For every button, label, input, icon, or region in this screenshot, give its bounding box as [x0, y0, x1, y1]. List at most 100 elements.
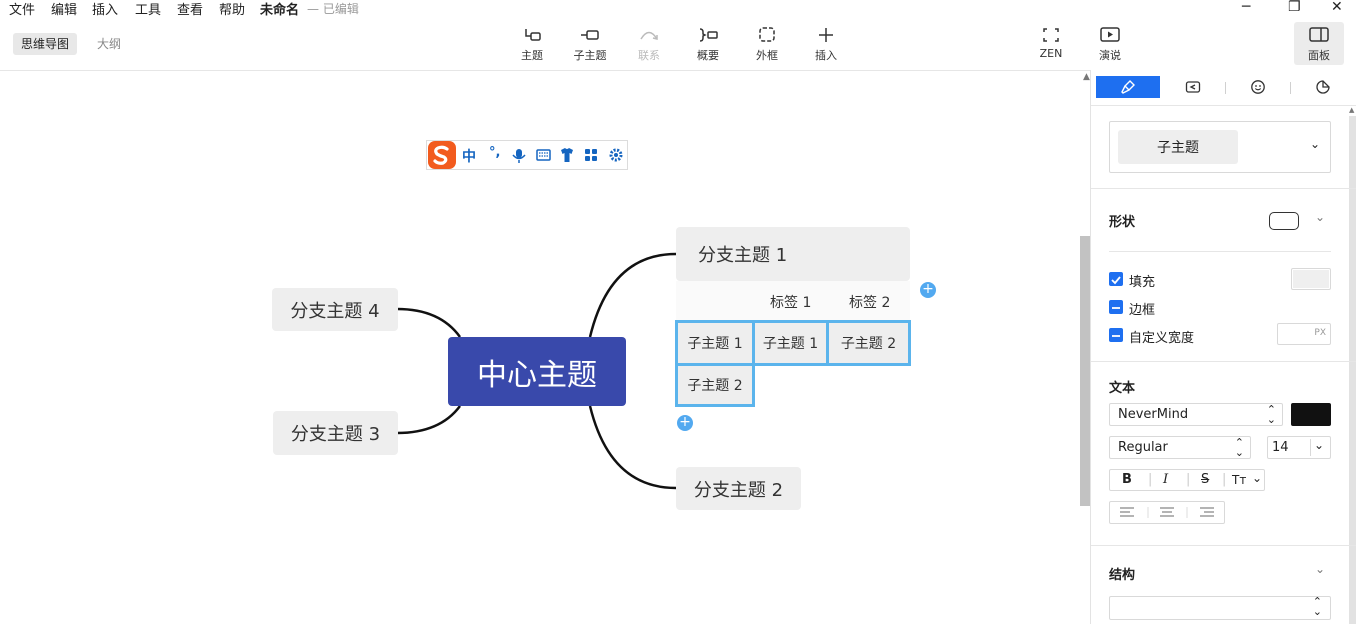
align-right-icon[interactable]	[1200, 507, 1214, 517]
menu-bar: 文件 编辑 插入 工具 查看 帮助 未命名 — 已编辑 ─ ❐ ✕	[0, 0, 1356, 18]
font-weight-select[interactable]: Regular ⌃⌄	[1109, 436, 1251, 459]
matrix-header-label-2[interactable]: 标签 2	[849, 295, 891, 311]
menu-file[interactable]: 文件	[9, 3, 36, 18]
canvas-scrollbar[interactable]: ▲	[1080, 70, 1090, 624]
add-column-icon[interactable]: +	[920, 282, 936, 298]
tab-icons[interactable]	[1226, 76, 1290, 98]
panel-scrollbar-track[interactable]	[1349, 116, 1356, 624]
boundary-button-label: 外框	[756, 49, 778, 62]
divider	[1091, 545, 1356, 546]
custom-width-input[interactable]: PX	[1277, 323, 1331, 345]
fill-checkbox[interactable]	[1109, 272, 1123, 286]
shape-section-title: 形状	[1109, 215, 1136, 230]
divider	[1091, 361, 1356, 362]
custom-width-checkbox[interactable]	[1109, 328, 1123, 342]
chevron-down-icon: ⌄	[1252, 471, 1263, 485]
chevron-down-icon: ⌄	[1313, 438, 1324, 452]
panel-button[interactable]: 面板	[1294, 22, 1344, 65]
font-family-select[interactable]: NeverMind ⌃⌄	[1109, 403, 1283, 426]
font-size-value: 14	[1272, 440, 1289, 455]
align-center-icon[interactable]	[1160, 507, 1174, 517]
matrix-cell-2-1[interactable]: 子主题 2	[675, 363, 755, 407]
document-title: 未命名	[260, 3, 300, 18]
align-left-icon[interactable]	[1120, 507, 1134, 517]
menu-view[interactable]: 查看	[177, 3, 204, 18]
fill-color-swatch[interactable]	[1291, 268, 1331, 290]
matrix-cell-2-1-label: 子主题 2	[687, 378, 743, 394]
tab-outline[interactable]: 大纲	[97, 37, 122, 51]
central-topic-label: 中心主题	[477, 357, 597, 393]
structure-dropdown[interactable]: ⌄	[1255, 558, 1331, 586]
zen-button-label: ZEN	[1039, 47, 1063, 60]
branch-topic-3-label: 分支主题 3	[290, 424, 381, 445]
matrix-header-label-1[interactable]: 标签 1	[770, 295, 812, 311]
chevron-down-icon: ⌄	[1310, 137, 1321, 151]
panel-scroll-up-icon[interactable]: ▲	[1349, 106, 1355, 114]
scroll-up-icon[interactable]: ▲	[1083, 72, 1090, 82]
relation-button[interactable]: 联系	[624, 26, 674, 63]
branch-topic-1[interactable]: 分支主题 1	[676, 227, 910, 281]
restore-icon[interactable]: ❐	[1288, 0, 1301, 15]
branch-topic-3[interactable]: 分支主题 3	[273, 411, 398, 455]
insert-button[interactable]: 插入	[801, 26, 851, 63]
matrix-cell-1-2-label: 子主题 1	[762, 336, 819, 352]
text-section-title: 文本	[1109, 381, 1136, 396]
bold-button[interactable]: B	[1122, 472, 1132, 487]
matrix-cell-1-2[interactable]: 子主题 1	[752, 320, 829, 366]
branch-topic-2[interactable]: 分支主题 2	[676, 467, 801, 510]
summary-button[interactable]: 概要	[683, 26, 733, 63]
sogou-logo-icon[interactable]	[428, 141, 456, 169]
subtopic-button-label: 子主题	[573, 49, 607, 62]
matrix-cell-1-3[interactable]: 子主题 2	[826, 320, 911, 366]
present-button[interactable]: 演说	[1085, 26, 1135, 63]
menu-tools[interactable]: 工具	[135, 3, 162, 18]
border-checkbox[interactable]	[1109, 300, 1123, 314]
toolbar: 思维导图 大纲 主题 子主题 联系 概要 外框 插入 ZEN 演说 面板	[0, 16, 1356, 71]
play-icon	[1100, 27, 1120, 42]
tab-divider	[1225, 82, 1226, 94]
scrollbar-thumb[interactable]	[1080, 236, 1090, 506]
tab-style[interactable]	[1096, 76, 1160, 98]
map-style-icon	[1185, 81, 1201, 93]
close-icon[interactable]: ✕	[1331, 0, 1343, 15]
ime-chinese-mode[interactable]: 中	[462, 149, 476, 165]
subtopic-icon	[581, 30, 599, 40]
divider	[1091, 188, 1356, 189]
tab-map-style[interactable]	[1161, 76, 1225, 98]
central-topic[interactable]: 中心主题	[448, 337, 626, 406]
relation-icon	[640, 31, 658, 40]
boundary-button[interactable]: 外框	[742, 26, 792, 63]
add-row-icon[interactable]: +	[677, 415, 693, 431]
ime-punctuation[interactable]: °,	[489, 145, 501, 160]
font-size-select[interactable]: 14 ⌄	[1267, 436, 1331, 459]
topic-icon	[525, 29, 541, 41]
panel-button-label: 面板	[1308, 49, 1330, 62]
branch-topic-4[interactable]: 分支主题 4	[272, 288, 398, 331]
subtopic-button[interactable]: 子主题	[565, 26, 615, 63]
strikethrough-button[interactable]: S	[1201, 472, 1210, 487]
panel-icon	[1309, 27, 1329, 42]
minimize-icon[interactable]: ─	[1242, 0, 1251, 15]
format-panel: ▲ 子主题 ⌄ 形状 ⌄ 填充 边框 自定义宽度 PX 文本 NeverMind…	[1090, 70, 1356, 624]
check-icon	[1111, 276, 1121, 285]
menu-insert[interactable]: 插入	[92, 3, 119, 18]
italic-button[interactable]: I	[1163, 472, 1169, 487]
topic-button[interactable]: 主题	[507, 26, 557, 63]
zen-button[interactable]: ZEN	[1026, 26, 1076, 60]
branch-topic-4-label: 分支主题 4	[290, 300, 380, 322]
tab-sticker[interactable]	[1291, 76, 1355, 98]
style-selector[interactable]: 子主题 ⌄	[1109, 121, 1331, 173]
tab-mindmap[interactable]: 思维导图	[13, 33, 78, 55]
font-weight-value: Regular	[1118, 440, 1168, 455]
structure-select[interactable]: ⌃⌄	[1109, 596, 1331, 620]
menu-help[interactable]: 帮助	[219, 3, 246, 18]
text-color-swatch[interactable]	[1291, 403, 1331, 426]
menu-edit[interactable]: 编辑	[51, 3, 78, 18]
style-preview: 子主题	[1118, 130, 1238, 164]
divider	[1091, 105, 1356, 106]
text-case-button[interactable]: Tт	[1232, 473, 1247, 487]
shape-dropdown[interactable]: ⌄	[1255, 206, 1331, 234]
topic-button-label: 主题	[521, 49, 543, 62]
matrix-cell-1-1[interactable]: 子主题 1	[675, 320, 755, 366]
minus-icon	[1112, 335, 1120, 337]
